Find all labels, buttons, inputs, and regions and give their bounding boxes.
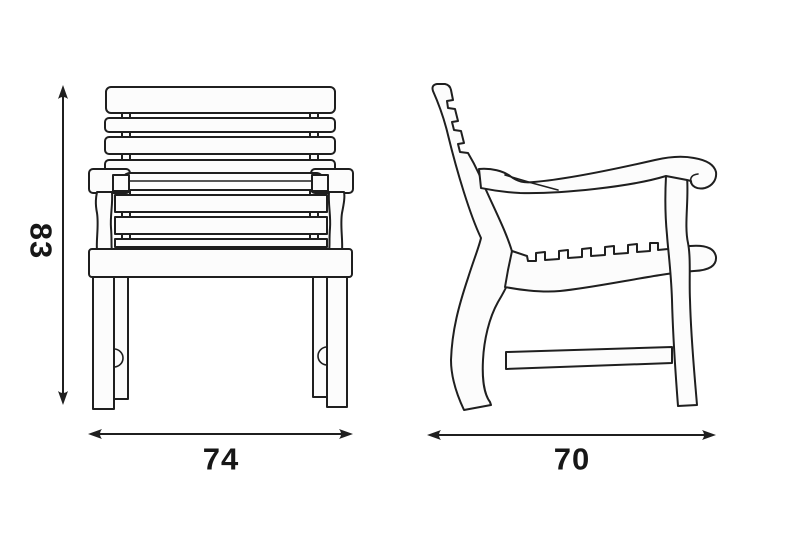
leg-peg-left bbox=[113, 348, 124, 368]
arm-joint-left bbox=[112, 174, 130, 192]
front-view-front-leg-right bbox=[326, 269, 348, 408]
dimension-depth: 70 bbox=[427, 430, 716, 477]
backrest-slat-2 bbox=[104, 117, 336, 133]
arrow-right-icon bbox=[339, 429, 353, 439]
side-back-post-and-rear-leg bbox=[431, 83, 515, 411]
chair-side-view bbox=[431, 83, 718, 411]
dimension-width-label: 74 bbox=[203, 442, 239, 477]
side-seat-rail bbox=[504, 242, 718, 293]
arrow-right-icon bbox=[702, 430, 716, 440]
dimension-height: 83 bbox=[24, 85, 68, 405]
leg-peg-right bbox=[317, 346, 328, 366]
dimension-height-label: 83 bbox=[24, 223, 59, 259]
backrest-slat-1 bbox=[105, 86, 336, 114]
arrow-up-icon bbox=[58, 85, 68, 99]
arm-support-right bbox=[327, 191, 346, 252]
arrow-down-icon bbox=[58, 391, 68, 405]
backrest-slat-7 bbox=[114, 238, 328, 248]
arrow-left-icon bbox=[427, 430, 441, 440]
arm-joint-right bbox=[311, 174, 329, 192]
backrest-slat-5 bbox=[114, 194, 328, 213]
dimension-width: 74 bbox=[88, 429, 353, 477]
armrest-scroll-curl bbox=[689, 173, 699, 184]
arrow-left-icon bbox=[88, 429, 102, 439]
side-front-leg bbox=[664, 175, 698, 407]
dimension-depth-label: 70 bbox=[554, 442, 590, 477]
seat-apron bbox=[88, 248, 353, 278]
front-view-rear-leg-right bbox=[312, 269, 328, 398]
chair-front-view bbox=[88, 86, 354, 410]
side-stretcher bbox=[505, 346, 673, 370]
backrest-slat-3 bbox=[104, 136, 336, 155]
backrest-slat-6 bbox=[114, 216, 328, 235]
arm-support-left bbox=[94, 191, 114, 252]
armrest-ridge-line bbox=[504, 174, 559, 191]
front-view-front-leg-left bbox=[92, 269, 115, 410]
front-view-rear-leg-left bbox=[113, 269, 129, 400]
